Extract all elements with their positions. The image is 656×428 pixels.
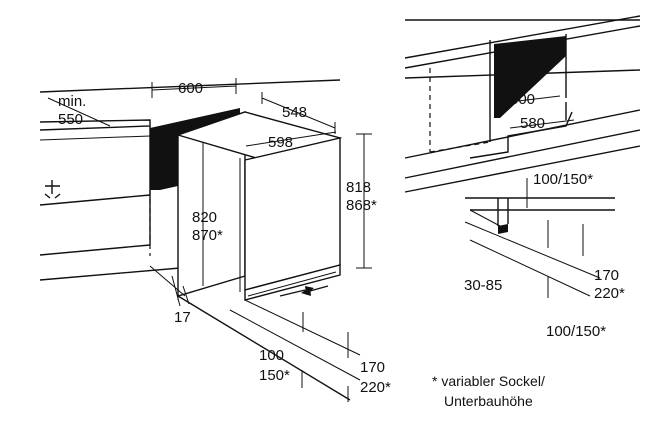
appliance-door (244, 137, 341, 291)
right-plinth-h-label: 170 (594, 267, 619, 284)
hinge-symbol (44, 180, 61, 199)
height-b-alt-label: 870* (192, 227, 223, 244)
dim-17-line (149, 265, 190, 307)
appliance-width-label: 598 (268, 134, 293, 151)
worktop-top-edge (39, 79, 341, 93)
worktop-front-edge (39, 119, 151, 131)
plinth-detail-hatch (498, 224, 508, 234)
floor-line (177, 295, 351, 401)
right-dim-600 (493, 95, 561, 105)
height-a-label: 818 (346, 179, 371, 196)
airflow-arrow-out (279, 289, 306, 297)
niche-width-label: 600 (178, 80, 203, 97)
footnote: * variabler Sockel/ Unterbauhöhe (432, 373, 545, 409)
plinth-b-alt-label: 220* (360, 379, 391, 396)
footnote-line-2: Unterbauhöhe (444, 393, 533, 409)
worktop-underside (39, 135, 151, 141)
dim-598-line (245, 131, 337, 147)
footnote-line-1: * variabler Sockel/ (432, 373, 545, 389)
right-dim-580 (509, 119, 575, 129)
min-label: min. (58, 93, 86, 110)
plinth-b-label: 170 (360, 359, 385, 376)
right-niche-floor (469, 102, 573, 159)
airflow-arrow-in-head (301, 287, 311, 296)
right-niche-width-label: 600 (510, 91, 535, 108)
plinth-detail-slope (464, 209, 601, 297)
plinth-front (177, 258, 246, 300)
right-plinth-recess-label: 30-85 (464, 277, 502, 294)
dim-min-550-line (47, 97, 111, 127)
height-b-label: 820 (192, 209, 217, 226)
right-niche-dashed (429, 68, 491, 153)
plinth-detail-top (465, 197, 615, 211)
right-plinth-bottom-label: 100/150* (546, 323, 606, 340)
door-gap-label: 17 (174, 309, 191, 326)
dim-100-line (301, 312, 304, 388)
niche-shadow (150, 108, 240, 190)
plinth-a-alt-label: 150* (259, 367, 290, 384)
plinth-detail-dim (526, 178, 584, 298)
right-view: 600 580 100/150* 30-85 170 220* 100/150* (404, 15, 641, 340)
plinth-detail-side (497, 198, 509, 226)
plinth-a-label: 100 (259, 347, 284, 364)
right-plinth-top-label: 100/150* (533, 171, 593, 188)
plinth-vent (247, 271, 337, 297)
depth-label: 548 (282, 104, 307, 121)
height-a-alt-label: 868* (346, 197, 377, 214)
dim-600-line (151, 78, 237, 98)
min-value: 550 (58, 111, 83, 128)
left-view: min. 550 600 548 598 818 868* 820 870* 1… (39, 78, 391, 402)
dim-818-line (356, 133, 372, 269)
right-niche-shadow (494, 36, 566, 118)
airflow-arrow-in (309, 285, 329, 292)
right-plinth-h-alt-label: 220* (594, 285, 625, 302)
plinth-line-2 (229, 309, 361, 381)
right-inner-width-label: 580 (520, 115, 545, 132)
left-cabinet-outline (39, 126, 181, 281)
